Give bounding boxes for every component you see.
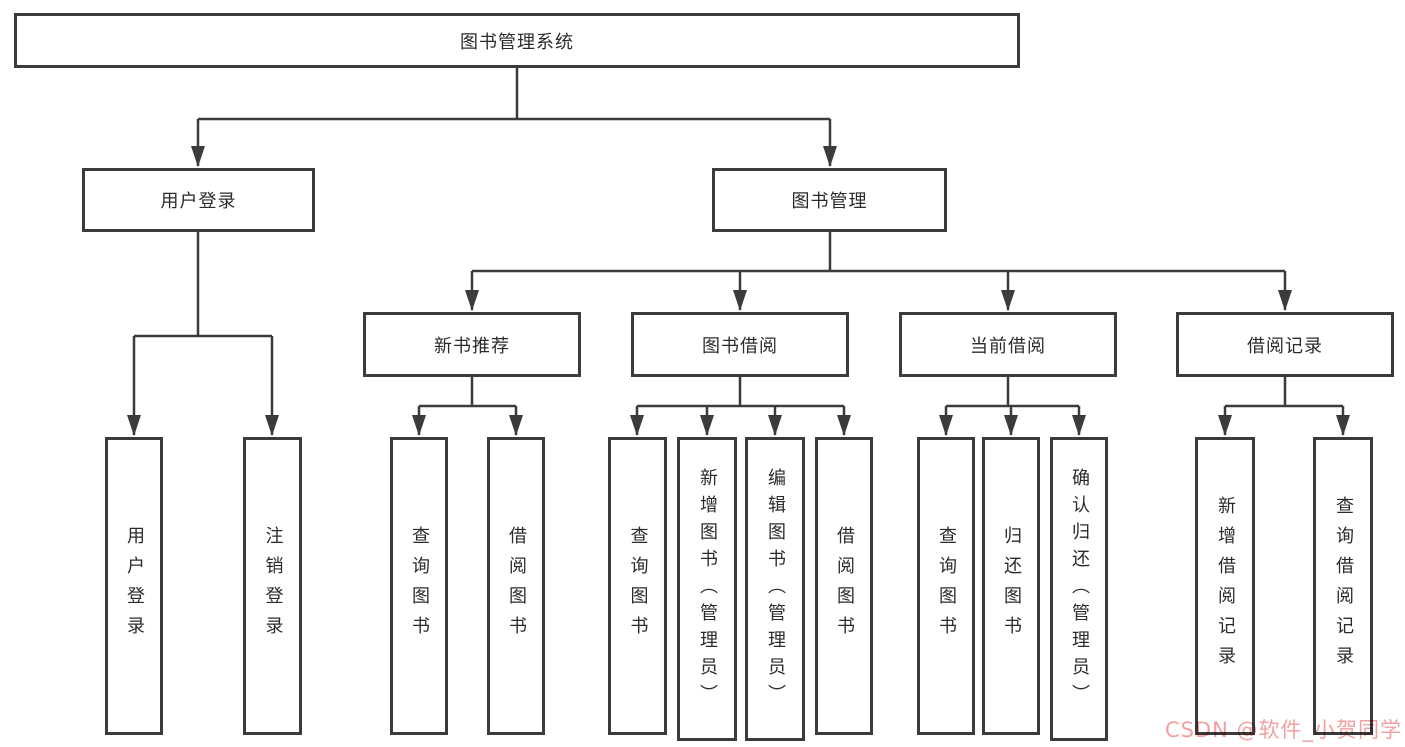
leaf-query-book-current-label: 查询图书 xyxy=(936,526,957,646)
leaf-edit-book-admin-label: 编辑图书（管理员） xyxy=(765,467,786,711)
leaf-add-borrow-record: 新增借阅记录 xyxy=(1195,437,1255,735)
node-book-borrow: 图书借阅 xyxy=(631,312,849,377)
node-user-login-label: 用户登录 xyxy=(160,191,237,212)
connector-book-management-children xyxy=(465,232,1292,311)
leaf-borrow-book-borrow-label: 借阅图书 xyxy=(834,526,855,646)
leaf-query-borrow-record-label: 查询借阅记录 xyxy=(1333,496,1354,676)
leaf-logout-login-label: 注销登录 xyxy=(262,526,284,646)
node-current-borrow-label: 当前借阅 xyxy=(970,335,1046,357)
leaf-logout-login: 注销登录 xyxy=(243,437,302,735)
leaf-borrow-book-borrow: 借阅图书 xyxy=(815,437,873,735)
leaf-user-login-label: 用户登录 xyxy=(124,526,145,646)
leaf-add-book-admin-label: 新增图书（管理员） xyxy=(697,467,718,711)
leaf-confirm-return-admin: 确认归还（管理员） xyxy=(1050,437,1108,741)
connector-new-book-recommend-children xyxy=(412,377,523,436)
leaf-return-book: 归还图书 xyxy=(982,437,1040,735)
leaf-query-book-borrow-label: 查询图书 xyxy=(627,526,649,646)
node-book-borrow-label: 图书借阅 xyxy=(702,335,778,357)
node-book-management-label: 图书管理 xyxy=(791,191,868,212)
leaf-borrow-book-recommend-label: 借阅图书 xyxy=(506,526,527,646)
leaf-user-login: 用户登录 xyxy=(105,437,163,735)
leaf-query-book-borrow: 查询图书 xyxy=(608,437,667,735)
leaf-query-book-recommend-label: 查询图书 xyxy=(409,526,430,646)
node-user-login: 用户登录 xyxy=(82,168,315,232)
node-root: 图书管理系统 xyxy=(14,13,1020,68)
leaf-query-book-current: 查询图书 xyxy=(917,437,975,735)
node-new-book-recommend: 新书推荐 xyxy=(363,312,581,377)
connector-root-to-level2 xyxy=(191,68,837,167)
leaf-query-borrow-record: 查询借阅记录 xyxy=(1313,437,1373,735)
node-root-label: 图书管理系统 xyxy=(460,31,574,53)
leaf-confirm-return-admin-label: 确认归还（管理员） xyxy=(1069,467,1090,711)
connector-user-login-children xyxy=(127,232,279,436)
leaf-return-book-label: 归还图书 xyxy=(1001,526,1022,646)
connector-borrow-records-children xyxy=(1218,377,1350,436)
leaf-edit-book-admin: 编辑图书（管理员） xyxy=(745,437,805,741)
node-new-book-recommend-label: 新书推荐 xyxy=(434,335,510,357)
leaf-borrow-book-recommend: 借阅图书 xyxy=(487,437,545,735)
leaf-query-book-recommend: 查询图书 xyxy=(390,437,448,735)
node-book-management: 图书管理 xyxy=(712,168,947,232)
leaf-add-borrow-record-label: 新增借阅记录 xyxy=(1215,496,1236,676)
connector-book-borrow-children xyxy=(630,377,851,436)
connector-current-borrow-children xyxy=(939,377,1086,436)
csdn-watermark: CSDN @软件_小贺同学 xyxy=(1164,718,1402,742)
node-current-borrow: 当前借阅 xyxy=(899,312,1117,377)
node-borrow-records-label: 借阅记录 xyxy=(1247,335,1323,357)
node-borrow-records: 借阅记录 xyxy=(1176,312,1394,377)
leaf-add-book-admin: 新增图书（管理员） xyxy=(677,437,737,741)
